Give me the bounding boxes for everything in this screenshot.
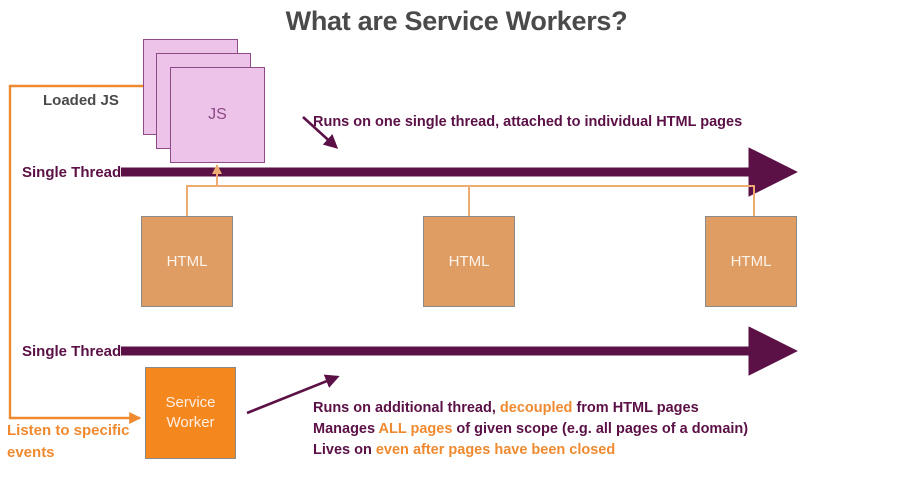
service-worker-box: Service Worker [145,367,236,459]
bullet-text: from HTML pages [572,400,699,416]
html-box-label: HTML [166,253,208,270]
loaded-js-to-service-worker-connector [8,84,145,424]
bullet-text: Runs on additional thread, [313,400,500,416]
html-box-3: HTML [705,216,797,307]
js-card-label: JS [208,106,227,123]
bottom-single-thread-label: Single Thread [22,343,122,360]
bullet-highlight: decoupled [499,400,573,416]
bullet-line-3: Lives on even after pages have been clos… [313,440,748,461]
page-title: What are Service Workers? [285,6,628,36]
bullet-highlight: even after pages have been closed [375,442,616,458]
html-box-label: HTML [730,253,772,270]
service-worker-label-line1: Service [165,393,216,411]
service-worker-label-line2: Worker [166,414,215,431]
top-single-thread-label: Single Thread [22,164,122,181]
top-annotation-text: Runs on one single thread, attached to i… [313,114,743,130]
bullet-line-1: Runs on additional thread, decoupled fro… [313,398,748,419]
html-pages-bracket [186,185,755,216]
html-box-1: HTML [141,216,233,307]
bullet-text: of given scope (e.g. all pages of a doma… [452,421,749,437]
loaded-js-label: Loaded JS [43,92,119,109]
service-worker-bullet-list: Runs on additional thread, decoupled fro… [313,398,748,461]
bullet-line-2: Manages ALL pages of given scope (e.g. a… [313,419,748,440]
listen-to-events-label: Listen to specific events [7,422,130,461]
js-card-front: JS [170,67,265,163]
bullet-highlight: ALL pages [378,421,453,437]
html-box-label: HTML [448,253,490,270]
html-box-2: HTML [423,216,515,307]
bullet-text: Manages [313,421,379,437]
bullet-text: Lives on [313,442,376,458]
